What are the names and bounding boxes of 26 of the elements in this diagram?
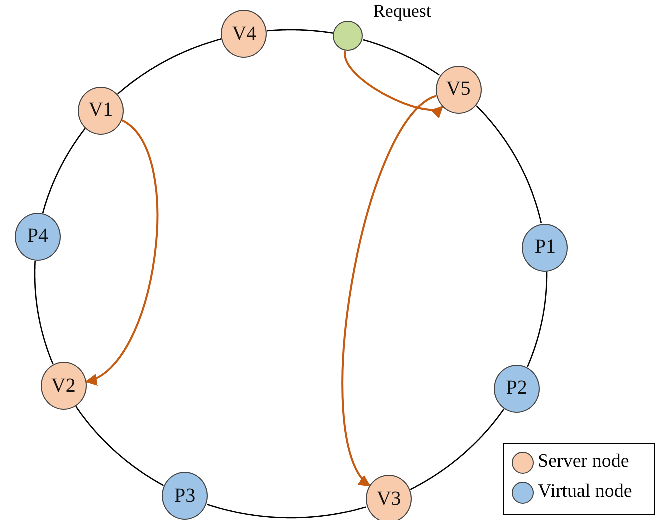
virtual-node-circle: P3 [162,472,208,520]
server-node-circle: V1 [78,86,124,135]
node-caption: Request [373,1,432,22]
ring-arc [207,504,367,519]
arrow [342,95,437,487]
server-node-circle: V3 [366,475,412,520]
legend-label: Server node [538,451,630,473]
ring-arc [363,39,440,76]
server-node-circle: V2 [40,362,87,410]
ring-arc [527,272,548,368]
ring-arc [410,408,505,490]
ring-arc [42,128,86,214]
ring-arc [34,261,54,365]
legend-label: Virtual node [538,481,632,503]
virtual-node-circle: P1 [522,224,568,272]
arrow [344,50,444,118]
ring-arc [476,105,542,224]
virtual-node-circle: P4 [14,212,61,261]
server-node-circle: V5 [436,66,482,114]
virtual-node-circle: P2 [494,364,540,413]
arrow [85,120,158,384]
ring-arc [76,406,164,486]
ring-arc [267,29,334,34]
ring-arc [118,38,222,95]
request-circle [333,21,364,52]
server-node-circle: V4 [221,10,268,58]
